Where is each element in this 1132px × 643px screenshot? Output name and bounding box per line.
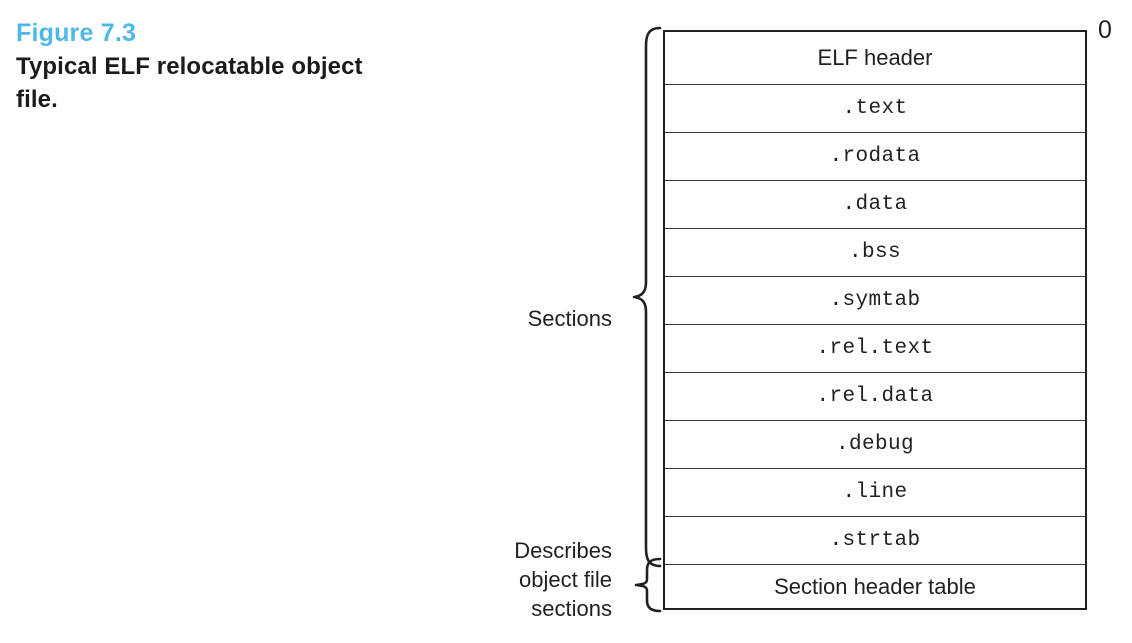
diagram-row-label: .rel.data <box>816 385 934 408</box>
diagram-row-label: .bss <box>848 241 901 264</box>
diagram-row-label: .debug <box>835 433 914 456</box>
diagram-row-data: .data <box>665 180 1085 228</box>
diagram-row-label: .data <box>842 193 908 216</box>
elf-object-file-diagram: ELF header .text .rodata .data .bss .sym… <box>663 30 1087 610</box>
diagram-row-label: ELF header <box>817 45 933 70</box>
diagram-row-elf-header: ELF header <box>665 32 1085 84</box>
figure-caption: Figure 7.3 Typical ELF relocatable objec… <box>16 18 406 116</box>
diagram-row-text: .text <box>665 84 1085 132</box>
diagram-row-bss: .bss <box>665 228 1085 276</box>
describes-brace-label-line3: sections <box>531 596 612 621</box>
diagram-row-label: .line <box>842 481 908 504</box>
diagram-row-rodata: .rodata <box>665 132 1085 180</box>
diagram-row-label: Section header table <box>774 573 976 599</box>
diagram-row-line: .line <box>665 468 1085 516</box>
diagram-row-debug: .debug <box>665 420 1085 468</box>
diagram-row-label: .symtab <box>829 289 921 312</box>
describes-brace-label: Describes object file sections <box>514 536 612 623</box>
diagram-row-label: .strtab <box>829 529 921 552</box>
sections-brace-label: Sections <box>527 306 612 331</box>
diagram-row-rel-text: .rel.text <box>665 324 1085 372</box>
diagram-row-label: .rel.text <box>816 337 934 360</box>
sections-brace-icon <box>632 26 662 568</box>
diagram-row-section-header-table: Section header table <box>665 564 1085 608</box>
diagram-row-rel-data: .rel.data <box>665 372 1085 420</box>
describes-brace-label-line1: Describes <box>514 538 612 563</box>
diagram-row-label: .rodata <box>829 145 921 168</box>
origin-offset-label: 0 <box>1098 16 1112 44</box>
describes-brace-label-line2: object file <box>519 567 612 592</box>
describes-brace-icon <box>634 557 662 613</box>
figure-title: Typical ELF relocatable object file. <box>16 53 363 113</box>
diagram-row-label: .text <box>842 97 908 120</box>
diagram-row-symtab: .symtab <box>665 276 1085 324</box>
diagram-row-strtab: .strtab <box>665 516 1085 564</box>
figure-number: Figure 7.3 <box>16 19 137 47</box>
